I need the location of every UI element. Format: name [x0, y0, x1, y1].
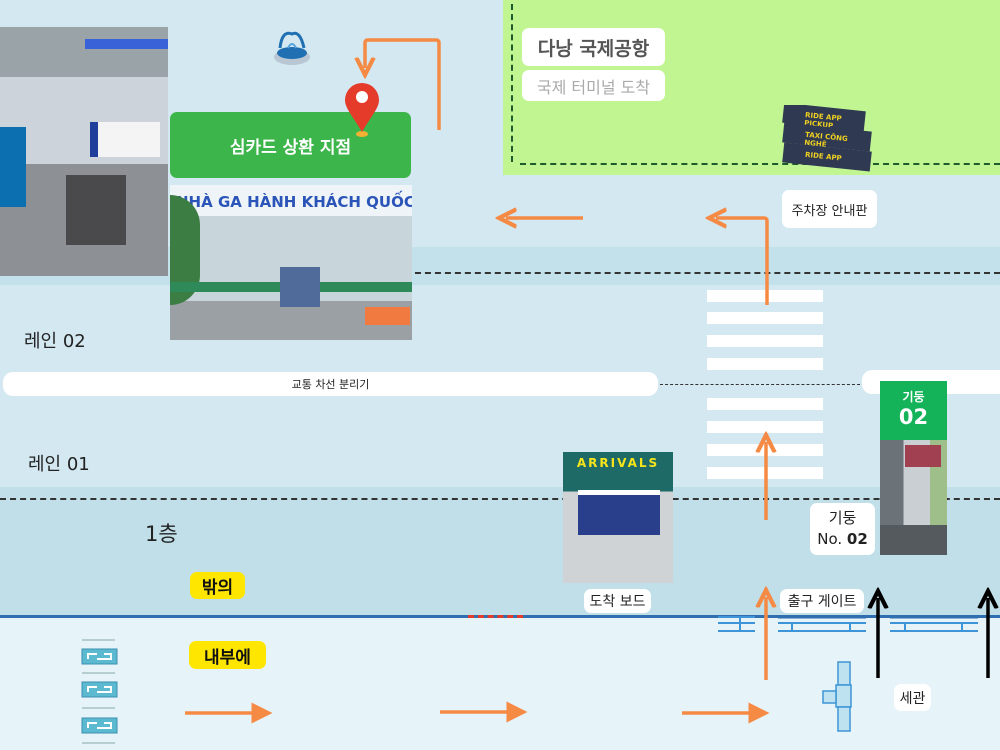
seat-icon: [81, 639, 118, 744]
customs-label: 세관: [894, 684, 931, 711]
sim-shop-photo: [0, 27, 168, 276]
outside-badge: 밖의: [190, 572, 245, 599]
floor-label: 1층: [145, 522, 178, 546]
crosswalk-stripe: [707, 421, 823, 433]
pillar-tag-number: 02: [898, 405, 929, 429]
pillar-tag-title: 기둥: [902, 390, 925, 404]
arrivals-board-label: 도착 보드: [584, 589, 651, 613]
crosswalk-stripe: [707, 312, 823, 324]
indoor-zone: [0, 618, 1000, 750]
wall-opening: [468, 615, 523, 618]
exit-gate-label: 출구 게이트: [780, 589, 864, 613]
airport-title: 다낭 국제공항: [522, 28, 665, 66]
crosswalk-stripe: [707, 335, 823, 347]
pillar-label-title: 기둥: [828, 509, 857, 527]
pillar-label-number: 02: [846, 530, 868, 548]
customs-arrow: [878, 598, 988, 678]
terminal-photo: NHÀ GA HÀNH KHÁCH QUỐC TẾ: [170, 185, 412, 340]
lane-divider-label: 교통 차선 분리기: [291, 378, 370, 391]
lane-01-label: 레인 01: [28, 454, 90, 475]
divider-gap: [660, 384, 860, 385]
fountain-icon: [274, 31, 310, 65]
terminal-sign: NHÀ GA HÀNH KHÁCH QUỐC TẾ: [176, 193, 412, 211]
crosswalk-stripe: [707, 358, 823, 370]
gate-icon: [718, 615, 978, 632]
inside-badge: 내부에: [189, 641, 266, 669]
arrivals-sign: ARRIVALS: [576, 456, 660, 470]
location-pin-icon: [345, 83, 379, 137]
pillar-label-prefix: No.: [817, 530, 843, 548]
airport-zone-boundary: [511, 4, 513, 162]
pillar-photo: [880, 440, 947, 555]
lane-divider: 교통 차선 분리기: [3, 372, 658, 396]
arrivals-board-photo: ARRIVALS: [563, 452, 673, 583]
pillar-label: 기둥 No. 02: [810, 503, 875, 555]
scanner-icon: [822, 661, 852, 732]
airport-subtitle: 국제 터미널 도착: [522, 70, 665, 101]
crosswalk-stripe: [707, 290, 823, 302]
parking-sign-label: 주차장 안내판: [782, 190, 877, 228]
crosswalk-stripe: [707, 398, 823, 410]
sim-return-point[interactable]: 심카드 상환 지점: [170, 112, 411, 178]
lane-02-label: 레인 02: [24, 331, 86, 352]
route-arrow: [185, 38, 767, 724]
lane-line: [0, 498, 1000, 500]
pillar-tag: 기둥 02: [880, 381, 947, 440]
lane-line: [385, 272, 1000, 274]
airport-zone-boundary: [520, 163, 1000, 165]
